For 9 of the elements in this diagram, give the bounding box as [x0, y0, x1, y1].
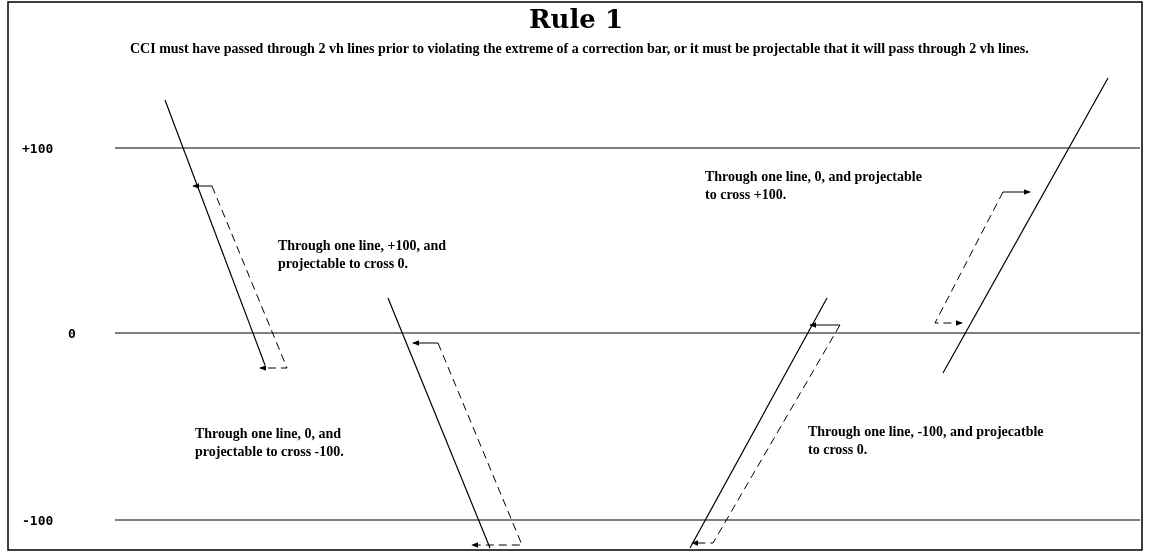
annotation-text: Through one line, +100, and projectable to cross 0.: [278, 237, 447, 273]
description-text: CCI must have passed through 2 vh lines prior to violating the extreme of a correction bar, or it must be projectable that it will pass through 2 vh lines.: [130, 40, 1030, 58]
axis-label: 0: [68, 325, 76, 343]
annotation-text: Through one line, -100, and projecatble to cross 0.: [808, 423, 1045, 459]
annotation-text: Through one line, 0, and projectable to cross +100.: [705, 168, 923, 204]
title: Rule 1: [527, 4, 625, 34]
axis-label: -100: [22, 512, 54, 530]
axis-label: +100: [22, 140, 54, 158]
annotation-text: Through one line, 0, and projectable to cross -100.: [195, 425, 345, 461]
